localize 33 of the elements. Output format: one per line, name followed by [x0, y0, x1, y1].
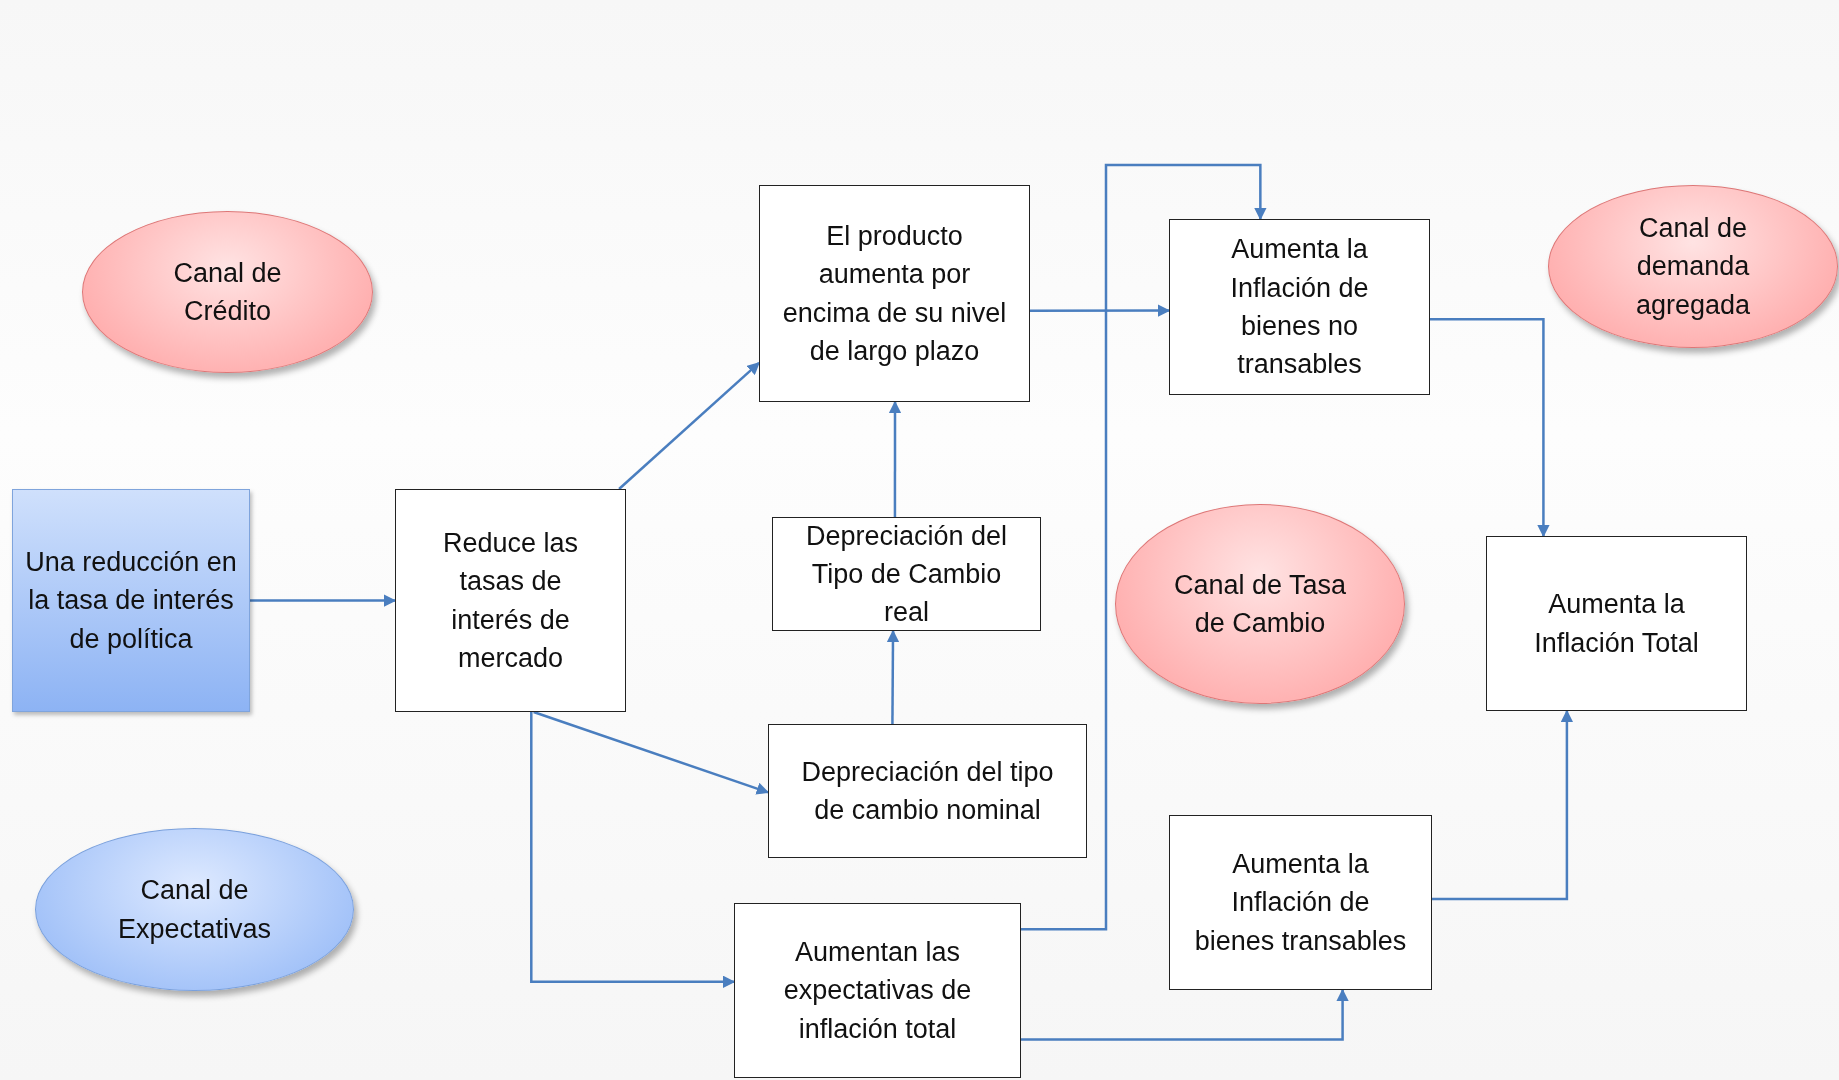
arrow	[888, 400, 902, 517]
node-text: Aumenta la Inflación Total	[1533, 588, 1700, 660]
process-box	[768, 724, 1087, 858]
node-text: Canal de Crédito	[172, 256, 283, 328]
arrow	[1432, 709, 1574, 901]
node-text: Canal de Expectativas	[116, 874, 273, 946]
arrow	[1021, 163, 1267, 931]
node-text: El producto aumenta por encima de su nivel de largo plazo	[782, 219, 1007, 368]
node-text: Aumenta la Inflación de bienes no transables	[1229, 233, 1370, 382]
arrow	[1021, 988, 1349, 1041]
node-text: Aumenta la Inflación de bienes transables	[1193, 848, 1408, 958]
process-box	[759, 185, 1030, 402]
arrow	[618, 362, 760, 490]
node-text: Canal de demanda agregada	[1634, 212, 1752, 322]
arrow	[530, 712, 736, 988]
arrow	[250, 594, 397, 607]
arrow	[533, 710, 770, 795]
process-box	[1169, 815, 1432, 990]
node-text: Aumentan las expectativas de inflación total	[782, 936, 973, 1046]
node-text: Depreciación del tipo de cambio nominal	[800, 755, 1055, 827]
process-box	[1169, 219, 1430, 395]
node-text: Una reducción en la tasa de interés de política	[25, 546, 237, 656]
start-box	[12, 489, 250, 712]
process-box	[772, 517, 1041, 631]
node-text: Depreciación del Tipo de Cambio real	[804, 519, 1009, 630]
process-box	[395, 489, 626, 712]
node-text: Canal de Tasa de Cambio	[1172, 568, 1348, 640]
node-text: Reduce las tasas de interés de mercado	[441, 526, 580, 675]
process-box	[734, 903, 1021, 1078]
process-box	[1486, 536, 1747, 711]
arrow	[1030, 304, 1171, 317]
arrow	[1430, 318, 1550, 538]
arrow	[886, 629, 900, 724]
